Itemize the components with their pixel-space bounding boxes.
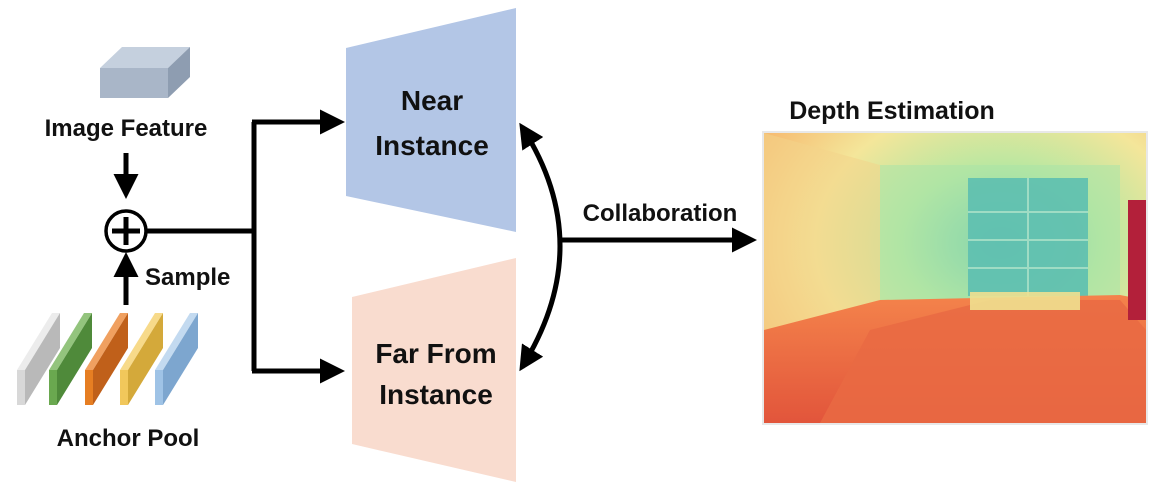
- branch-connectors: [146, 109, 345, 384]
- near-instance-decoder: [346, 8, 516, 232]
- depth-map-image: [762, 131, 1148, 425]
- circled-plus-icon: [104, 209, 148, 253]
- anchor-bar: [85, 313, 128, 405]
- anchor-pool: [17, 313, 198, 405]
- far-instance-label-line1: Far From: [375, 338, 496, 369]
- sample-label: Sample: [145, 264, 230, 291]
- depth-estimation-title: Depth Estimation: [789, 97, 995, 125]
- anchor-pool-label: Anchor Pool: [57, 425, 200, 452]
- collaboration-label: Collaboration: [583, 200, 738, 227]
- anchor-bar: [49, 313, 92, 405]
- anchor-bar: [17, 313, 60, 405]
- image-feature-label: Image Feature: [45, 115, 208, 142]
- far-instance-label-line2: Instance: [379, 379, 493, 410]
- anchor-bar: [155, 313, 198, 405]
- image-feature-block: [100, 47, 190, 98]
- far-instance-decoder: [352, 258, 516, 482]
- collaboration-double-arrow: [519, 122, 563, 372]
- anchor-bar: [120, 313, 163, 405]
- near-instance-label-line2: Instance: [375, 130, 489, 161]
- near-instance-label-line1: Near: [401, 85, 463, 116]
